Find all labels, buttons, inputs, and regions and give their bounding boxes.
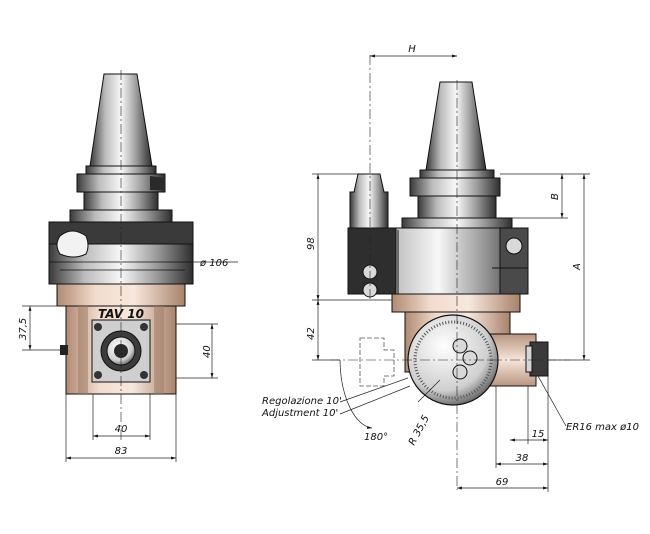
dim-angle: 180° [364,432,388,443]
dim-42: 42 [306,327,317,340]
drive-key [56,230,89,258]
dim-diameter: ø 106 [199,258,228,269]
side-collet [529,341,549,377]
note-adjustment-it: Regolazione 10' [262,396,342,407]
dim-40-side: 40 [202,345,213,358]
dim-15: 15 [532,429,545,440]
dim-37-5: 37,5 [18,318,29,340]
dim-B: B [550,193,561,200]
dim-H: H [408,44,416,55]
dim-A: A [572,263,583,271]
dim-98: 98 [306,237,317,250]
side-lower-body [391,293,521,313]
stop-block [349,173,389,231]
collet-spec: ER16 max ø10 [566,422,639,433]
dim-radius: R 35,5 [407,414,432,448]
note-adjustment-en: Adjustment 10' [261,408,338,419]
front-view: TAV 10 ø 106 37,5 40 40 83 [18,70,238,462]
dim-69: 69 [496,477,509,488]
dim-83: 83 [115,446,128,457]
dim-38: 38 [516,453,529,464]
side-view: H B A 98 42 15 38 69 R 35,5 180° [261,44,639,492]
dim-40-bottom: 40 [115,424,128,435]
side-taper-cone [425,81,487,171]
